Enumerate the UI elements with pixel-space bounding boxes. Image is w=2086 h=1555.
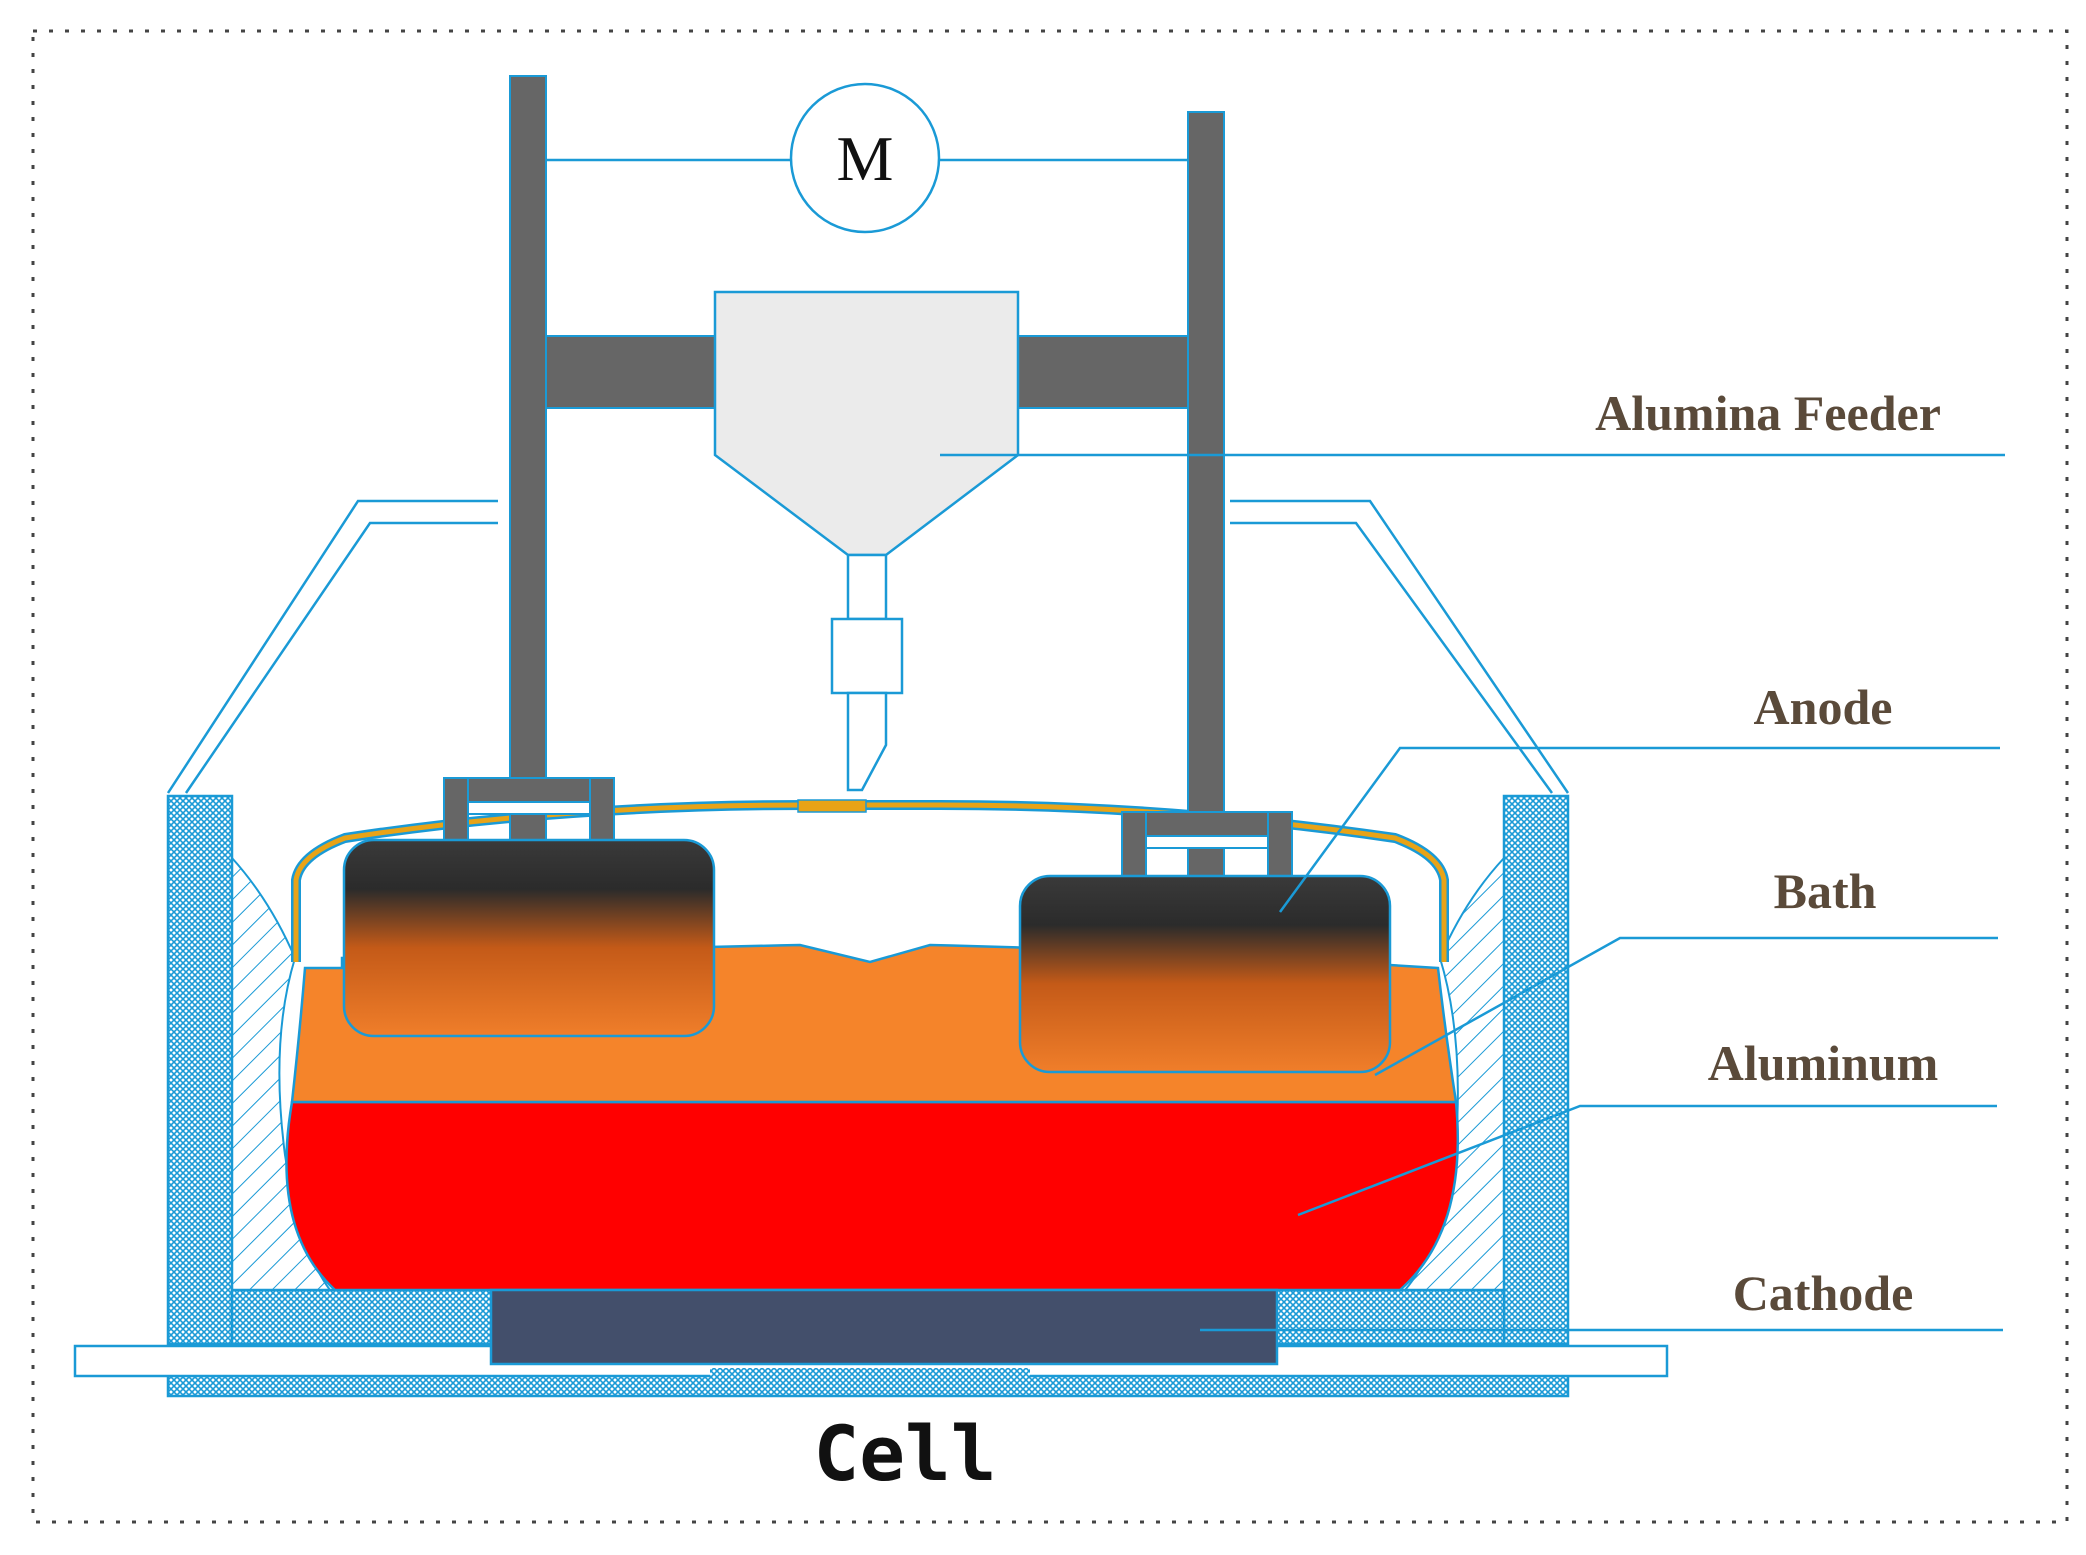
- label-bath: Bath: [1774, 863, 1877, 919]
- leader-anode: [1278, 746, 2000, 913]
- aluminum-layer: [285, 1100, 1460, 1292]
- anode-block-right: [1018, 874, 1392, 1074]
- feeder-tube: [846, 553, 888, 621]
- motor-label: M: [837, 123, 894, 194]
- cathode-block: [489, 1288, 1279, 1366]
- leader-bath: [1374, 936, 1998, 1077]
- diagram-frame: [31, 29, 2069, 1524]
- feeder-valve: [830, 617, 904, 695]
- alumina-feeder-hopper: [713, 290, 1020, 557]
- cell-wall-right: [1502, 794, 1570, 1346]
- leader-lines: [940, 453, 2005, 1332]
- label-alumina-feeder: Alumina Feeder: [1595, 385, 1941, 441]
- label-anode: Anode: [1754, 679, 1893, 735]
- anode-rod-right: [1187, 111, 1225, 879]
- crust-cover-fill: [293, 802, 1447, 962]
- anode-yoke-left: [443, 777, 615, 843]
- feeder-breaker: [846, 691, 888, 792]
- label-aluminum: Aluminum: [1708, 1035, 1939, 1091]
- crossbeam-left: [545, 335, 717, 409]
- crust-break-point: [797, 799, 867, 813]
- hood-outline: [166, 499, 1570, 794]
- base-plate-center-mesh: [710, 1368, 1030, 1378]
- label-cathode: Cathode: [1733, 1265, 1914, 1321]
- motor-circle: [789, 82, 941, 234]
- anode-rod-left: [509, 75, 547, 842]
- label-cell: Cell: [813, 1409, 996, 1498]
- cell-wall-left: [166, 794, 234, 1346]
- crossbeam-right: [1017, 335, 1189, 409]
- leader-aluminum: [1297, 1104, 1997, 1217]
- anode-block-left: [342, 838, 716, 1038]
- anode-yoke-right: [1121, 811, 1293, 877]
